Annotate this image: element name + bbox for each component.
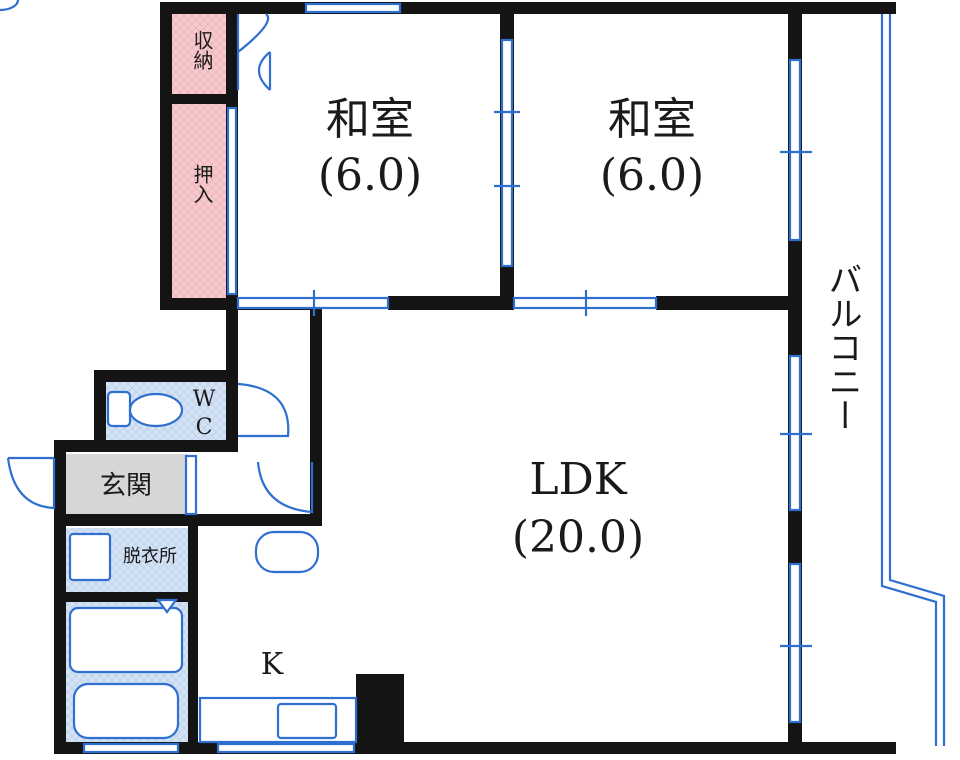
wc-label-w: W (193, 387, 216, 412)
genkan-label: 玄関 (100, 471, 152, 501)
windows (82, 2, 812, 754)
balcony-outline-inner (880, 14, 938, 746)
shuno-label: 収納 (190, 30, 214, 70)
ldk-size: (20.0) (512, 512, 644, 563)
fixtures (0, 0, 358, 744)
toilet-bowl (128, 392, 184, 428)
kitchen-label: K (261, 647, 284, 682)
kitchen-sink-icon (276, 702, 338, 740)
genkan-floor (66, 454, 188, 514)
washitsu-1-size: (6.0) (318, 150, 422, 201)
oshiire-label: 押入 (190, 164, 214, 204)
washbasin-icon (254, 530, 320, 574)
wc-label-c: C (196, 415, 213, 440)
bathtub-icon (68, 606, 184, 674)
doors (6, 13, 314, 514)
ldk-name: LDK (529, 454, 627, 505)
washer-icon (68, 532, 112, 582)
toilet-tank (106, 390, 132, 428)
balcony-outline (888, 6, 946, 746)
washitsu-1-name: 和室 (326, 94, 414, 145)
balcony-label: バルコニー (822, 262, 862, 432)
bath-basin-icon (72, 682, 180, 740)
datsuijo-label: 脱衣所 (123, 546, 177, 567)
shuno-floor (172, 12, 230, 94)
washitsu-2-size: (6.0) (600, 150, 704, 201)
washitsu-2-name: 和室 (608, 94, 696, 145)
oshiire-floor (172, 104, 230, 300)
